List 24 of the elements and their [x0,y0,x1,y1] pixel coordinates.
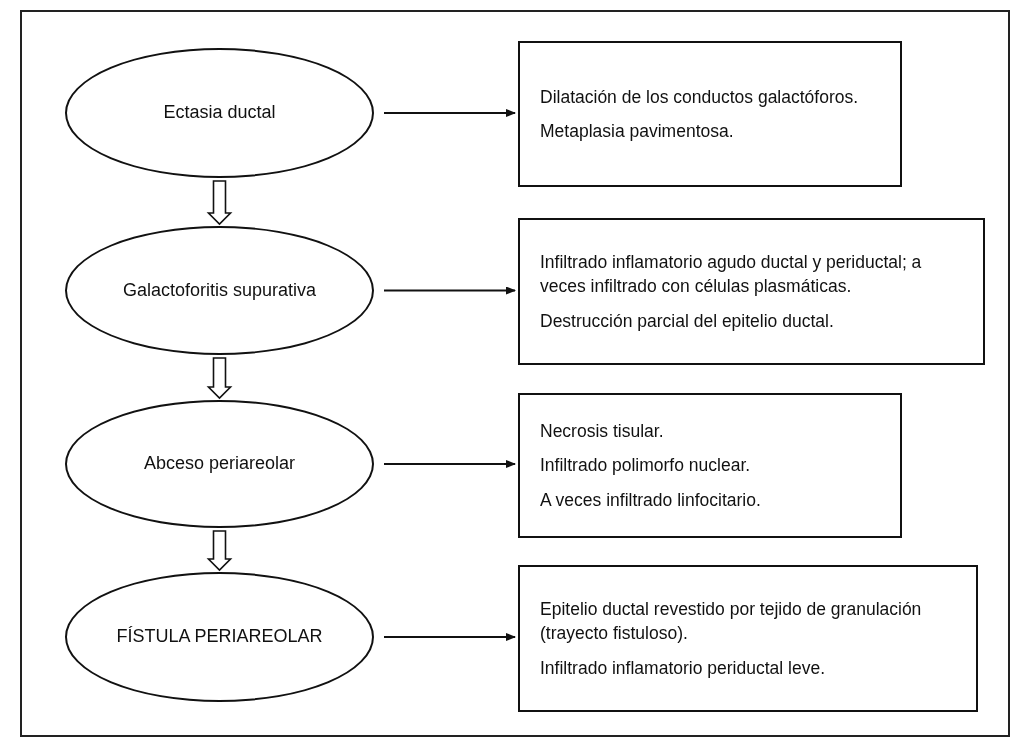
description-text: Infiltrado inflamatorio periductal leve. [540,656,826,680]
hollow-arrow [206,180,233,226]
description-text: Epitelio ductal revestido por tejido de granulación (trayecto fistuloso). [540,597,923,646]
description-box [518,393,902,538]
description-text: A veces infiltrado linfocitario. [540,488,762,512]
hollow-arrow [206,357,233,400]
stage-label: Abceso periareolar [143,452,296,476]
arrow [383,460,516,468]
arrow [383,633,516,641]
arrow [383,286,516,295]
stage-label: Ectasia ductal [163,101,276,125]
description-text: Necrosis tisular. [540,419,665,443]
stage-label: FÍSTULA PERIAREOLAR [116,625,323,649]
hollow-arrow [206,530,233,572]
description-box [518,565,978,712]
description-box [518,41,902,187]
description-text: Infiltrado inflamatorio agudo ductal y periductal; a veces infiltrado con células plasmáticas. [540,250,923,299]
description-text: Dilatación de los conductos galactóforos. [540,85,860,109]
description-box [518,218,985,365]
description-text: Infiltrado polimorfo nuclear. [540,454,752,478]
description-text: Destrucción parcial del epitelio ductal. [540,309,835,333]
description-text: Metaplasia pavimentosa. [540,120,735,143]
arrow [383,109,516,117]
stage-label: Galactoforitis supurativa [122,278,317,302]
